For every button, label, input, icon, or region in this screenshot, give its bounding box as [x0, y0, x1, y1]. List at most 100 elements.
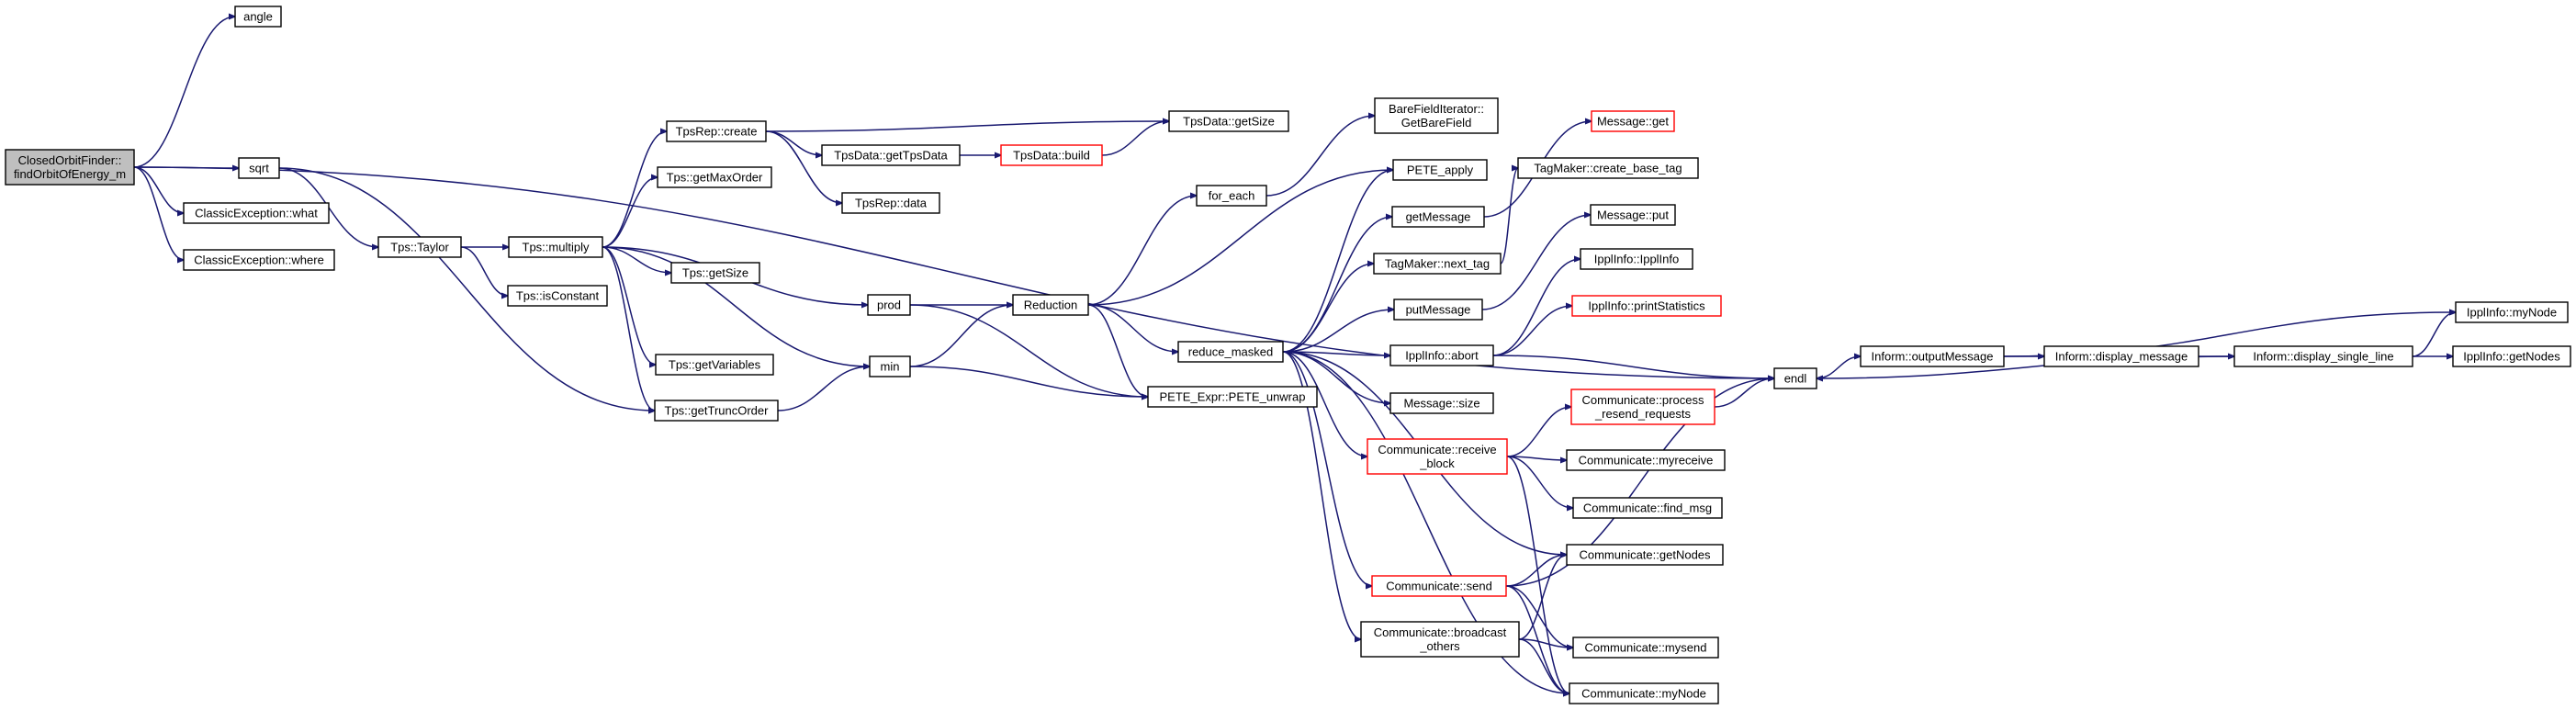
node-label: Message::put	[1597, 208, 1669, 222]
node-ipplinfo_printstatistics[interactable]: IpplInfo::printStatistics	[1571, 295, 1722, 317]
node-label: Inform::outputMessage	[1872, 350, 1994, 364]
node-angle[interactable]: angle	[234, 6, 282, 28]
node-tpsdata_gettpsdata[interactable]: TpsData::getTpsData	[821, 144, 961, 166]
node-bfi_getbarefield[interactable]: BareFieldIterator::GetBareField	[1374, 97, 1499, 134]
node-comm_send[interactable]: Communicate::send	[1371, 575, 1507, 597]
node-tagmaker_createbasetag[interactable]: TagMaker::create_base_tag	[1517, 157, 1699, 179]
node-comm_mynode[interactable]: Communicate::myNode	[1569, 682, 1719, 704]
node-ipplinfo_mynode[interactable]: IpplInfo::myNode	[2455, 301, 2569, 323]
node-pete_unwrap[interactable]: PETE_Expr::PETE_unwrap	[1147, 386, 1318, 408]
edge-comm_send-to-endl	[1505, 378, 1774, 587]
node-box	[183, 202, 330, 224]
node-label: Tps::getTruncOrder	[665, 404, 770, 418]
edge-root-to-angle	[133, 17, 235, 168]
node-reduce_masked[interactable]: reduce_masked	[1177, 341, 1284, 363]
node-label: Communicate::myreceive	[1579, 454, 1714, 468]
node-inform_outputmessage[interactable]: Inform::outputMessage	[1860, 345, 2005, 367]
edge-putmessage-to-message_put	[1481, 215, 1591, 310]
node-label: Inform::display_single_line	[2253, 350, 2393, 364]
node-tps_taylor[interactable]: Tps::Taylor	[377, 236, 462, 258]
node-box	[869, 355, 911, 377]
edge-comm_broadcast_others-to-comm_getnodes	[1518, 555, 1567, 640]
node-box	[1371, 575, 1507, 597]
node-root[interactable]: ClosedOrbitFinder::findOrbitOfEnergy_m	[5, 149, 135, 186]
edge-reduction-to-reduce_masked	[1087, 304, 1178, 352]
node-comm_myreceive[interactable]: Communicate::myreceive	[1566, 449, 1726, 471]
node-box	[1367, 438, 1508, 475]
node-box	[1196, 185, 1267, 207]
node-endl[interactable]: endl	[1773, 367, 1817, 389]
node-ipplinfo_ipplinfo[interactable]: IpplInfo::IpplInfo	[1580, 248, 1693, 270]
node-box	[238, 157, 280, 179]
node-box	[1389, 344, 1494, 366]
node-label: TpsRep::data	[855, 197, 928, 210]
node-ipplinfo_getnodes[interactable]: IpplInfo::getNodes	[2452, 345, 2571, 367]
node-message_put[interactable]: Message::put	[1590, 204, 1676, 226]
edge-tps_gettruncorder-to-min	[777, 366, 870, 411]
node-prod[interactable]: prod	[867, 294, 911, 316]
node-label: putMessage	[1406, 303, 1471, 317]
node-box	[655, 354, 774, 376]
node-sqrt[interactable]: sqrt	[238, 157, 280, 179]
node-ce_where[interactable]: ClassicException::where	[183, 249, 335, 271]
node-putmessage[interactable]: putMessage	[1393, 299, 1483, 321]
node-label: IpplInfo::myNode	[2467, 306, 2557, 320]
node-inform_display_message[interactable]: Inform::display_message	[2043, 345, 2199, 367]
node-tpsdata_build[interactable]: TpsData::build	[1000, 144, 1103, 166]
node-comm_getnodes[interactable]: Communicate::getNodes	[1566, 544, 1724, 566]
call-graph-nodes: ClosedOrbitFinder::findOrbitOfEnergy_m an…	[5, 6, 2571, 704]
node-label: TpsData::getSize	[1183, 115, 1275, 129]
node-label: findOrbitOfEnergy_m	[14, 167, 126, 181]
node-comm_find_msg[interactable]: Communicate::find_msg	[1572, 497, 1723, 519]
node-box	[821, 144, 961, 166]
node-comm_process_resend[interactable]: Communicate::process_resend_requests	[1570, 389, 1715, 425]
node-tps_getvariables[interactable]: Tps::getVariables	[655, 354, 774, 376]
node-for_each[interactable]: for_each	[1196, 185, 1267, 207]
node-tagmaker_nexttag[interactable]: TagMaker::next_tag	[1373, 253, 1502, 275]
node-min[interactable]: min	[869, 355, 911, 377]
edge-tps_multiply-to-tps_getvariables	[602, 246, 656, 365]
node-tpsrep_data[interactable]: TpsRep::data	[841, 192, 940, 214]
node-comm_receive_block[interactable]: Communicate::receive_block	[1367, 438, 1508, 475]
node-inform_display_single_line[interactable]: Inform::display_single_line	[2233, 345, 2413, 367]
node-tpsdata_getsize[interactable]: TpsData::getSize	[1168, 110, 1289, 132]
edge-ipplinfo_abort-to-ipplinfo_printstatistics	[1492, 306, 1572, 356]
node-message_get[interactable]: Message::get	[1591, 110, 1675, 132]
node-box	[2233, 345, 2413, 367]
node-comm_mysend[interactable]: Communicate::mysend	[1572, 637, 1719, 659]
node-label: prod	[877, 299, 901, 312]
node-box	[377, 236, 462, 258]
node-label: TpsRep::create	[676, 125, 758, 139]
edge-reduce_masked-to-pete_apply	[1282, 170, 1393, 353]
edge-reduce_masked-to-comm_send	[1282, 351, 1372, 586]
node-box	[657, 166, 772, 188]
node-tps_multiply[interactable]: Tps::multiply	[508, 236, 603, 258]
node-ce_what[interactable]: ClassicException::what	[183, 202, 330, 224]
node-label: Message::size	[1403, 397, 1479, 411]
node-box	[1393, 299, 1483, 321]
node-getmessage[interactable]: getMessage	[1391, 206, 1485, 228]
node-comm_broadcast_others[interactable]: Communicate::broadcast_others	[1360, 621, 1520, 658]
node-reduction[interactable]: Reduction	[1012, 294, 1089, 316]
node-label: Reduction	[1024, 299, 1078, 312]
node-box	[1773, 367, 1817, 389]
node-tpsrep_create[interactable]: TpsRep::create	[666, 120, 767, 142]
edge-comm_send-to-comm_mynode	[1505, 585, 1569, 693]
node-box	[670, 262, 760, 284]
node-label: reduce_masked	[1188, 345, 1274, 359]
node-tps_getmaxorder[interactable]: Tps::getMaxOrder	[657, 166, 772, 188]
node-ipplinfo_abort[interactable]: IpplInfo::abort	[1389, 344, 1494, 366]
edge-comm_receive_block-to-comm_find_msg	[1506, 456, 1573, 508]
node-message_size[interactable]: Message::size	[1389, 392, 1494, 414]
node-tps_getsize[interactable]: Tps::getSize	[670, 262, 760, 284]
node-box	[1860, 345, 2005, 367]
node-label: Communicate::mysend	[1585, 641, 1707, 655]
node-box	[2043, 345, 2199, 367]
node-tps_gettruncorder[interactable]: Tps::getTruncOrder	[654, 400, 779, 422]
node-box	[1177, 341, 1284, 363]
node-tps_isconstant[interactable]: Tps::isConstant	[507, 285, 608, 307]
edge-ipplinfo_abort-to-endl	[1492, 355, 1774, 378]
node-box	[1566, 544, 1724, 566]
node-pete_apply[interactable]: PETE_apply	[1392, 159, 1488, 181]
